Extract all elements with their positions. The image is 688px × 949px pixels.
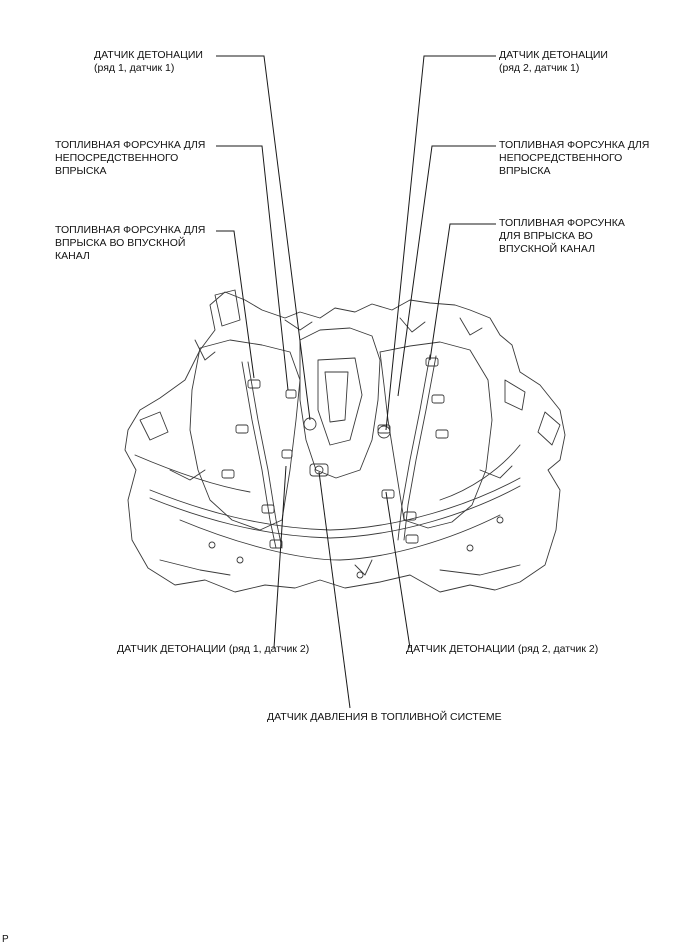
label-knock-sensor-bank1-sensor2: ДАТЧИК ДЕТОНАЦИИ (ряд 1, датчик 2) <box>117 643 310 655</box>
left-fuel-rail <box>241 361 277 549</box>
leader-knock-b2s1 <box>385 55 496 431</box>
leader-fuel-pressure-sensor <box>318 471 351 709</box>
label-knock-sensor-bank2-sensor1: ДАТЧИК ДЕТОНАЦИИ (ряд 2, датчик 1) <box>499 49 608 74</box>
intake-valley <box>299 327 381 479</box>
right-injectors <box>377 357 449 544</box>
leader-knock-b2s2 <box>385 491 411 649</box>
label-port-injector-right: ТОПЛИВНАЯ ФОРСУНКА ДЛЯ ВПРЫСКА ВО ВПУСКН… <box>499 217 625 255</box>
leader-direct-injector-left <box>216 145 289 391</box>
figure-code: P <box>2 934 9 945</box>
label-port-injector-left: ТОПЛИВНАЯ ФОРСУНКА ДЛЯ ВПРЫСКА ВО ВПУСКН… <box>55 224 206 262</box>
label-direct-injector-left: ТОПЛИВНАЯ ФОРСУНКА ДЛЯ НЕПОСРЕДСТВЕННОГО… <box>55 139 206 177</box>
right-cylinder-head <box>379 341 493 529</box>
fuel-crossover-pipe <box>149 477 521 531</box>
label-knock-sensor-bank1-sensor1: ДАТЧИК ДЕТОНАЦИИ (ряд 1, датчик 1) <box>94 49 203 74</box>
label-direct-injector-right: ТОПЛИВНАЯ ФОРСУНКА ДЛЯ НЕПОСРЕДСТВЕННОГО… <box>499 139 650 177</box>
left-injectors <box>221 379 297 549</box>
leader-knock-b1s2 <box>273 465 287 649</box>
leader-port-injector-right <box>429 223 496 361</box>
engine-outline <box>124 291 566 593</box>
leader-port-injector-left <box>216 230 255 379</box>
right-fuel-rail <box>397 354 431 541</box>
leader-direct-injector-right <box>397 145 496 397</box>
label-knock-sensor-bank2-sensor2: ДАТЧИК ДЕТОНАЦИИ (ряд 2, датчик 2) <box>406 643 599 655</box>
leader-knock-b1s1 <box>216 55 311 421</box>
label-fuel-pressure-sensor: ДАТЧИК ДАВЛЕНИЯ В ТОПЛИВНОЙ СИСТЕМЕ <box>267 711 502 723</box>
knock-sensor-b2s1-part <box>377 425 391 439</box>
